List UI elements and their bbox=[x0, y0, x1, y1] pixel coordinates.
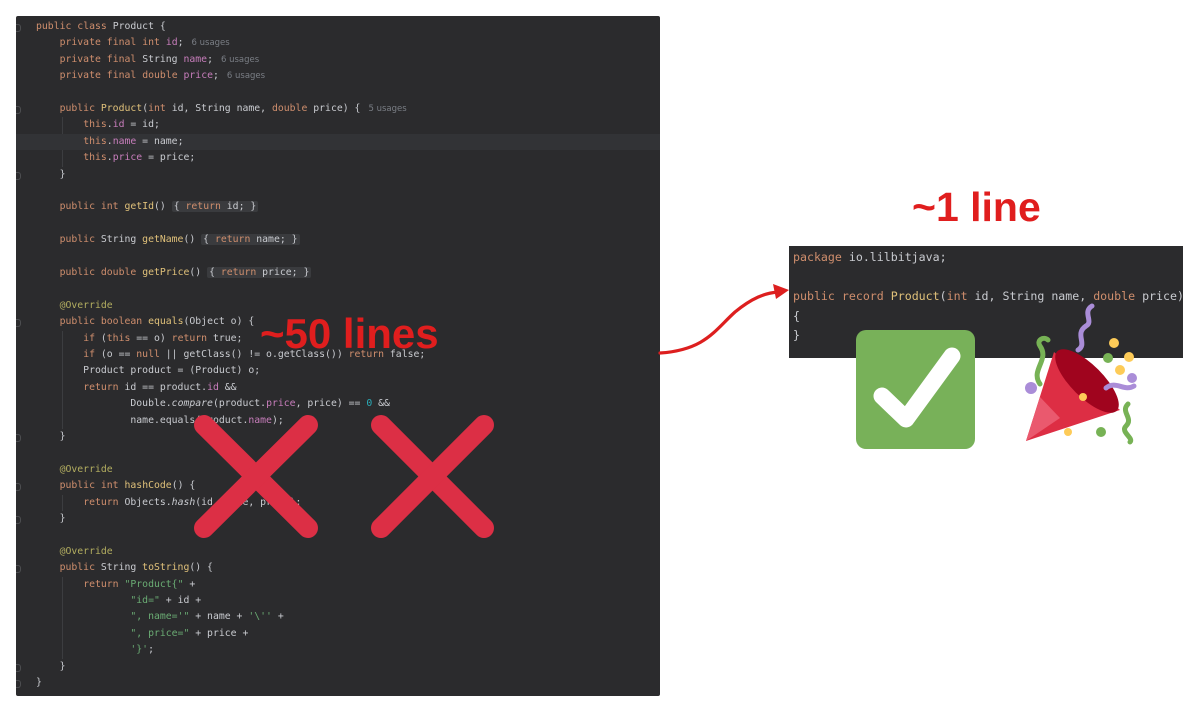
code-text: Product product = (Product) o; bbox=[36, 365, 261, 377]
code-text: public Product(int id, String name, doub… bbox=[59, 103, 407, 114]
code-line: } bbox=[793, 328, 800, 342]
usages-hint[interactable]: 6 usages bbox=[191, 38, 230, 49]
arrow-icon bbox=[658, 284, 789, 355]
code-line: } bbox=[16, 429, 660, 445]
code-line: private final double price;6 usages bbox=[16, 68, 660, 84]
fold-marker-icon[interactable] bbox=[16, 434, 21, 442]
fold-marker-icon[interactable] bbox=[16, 483, 21, 492]
code-line: ", price=" + price + bbox=[16, 626, 660, 642]
code-line: this.name = name; bbox=[16, 133, 660, 151]
fold-marker-icon[interactable] bbox=[16, 663, 21, 672]
code-text: ", name='" + name + '\'' + bbox=[130, 611, 284, 623]
code-text: private final double price;6 usages bbox=[59, 70, 266, 82]
code-line: Double.compare(product.price, price) == … bbox=[16, 396, 660, 412]
code-line: name.equals(product.name); bbox=[16, 413, 660, 429]
code-text: public int getId() { return id; } bbox=[59, 201, 259, 213]
code-text: this.price = price; bbox=[83, 152, 196, 164]
code-line: return id == product.id && bbox=[16, 380, 660, 396]
usages-hint[interactable]: 6 usages bbox=[220, 54, 260, 65]
code-line: } bbox=[16, 511, 660, 527]
java-class-editor: public class Product { private final int… bbox=[16, 16, 660, 696]
code-line: @Override bbox=[16, 462, 660, 478]
code-text: public boolean equals(Object o) { bbox=[59, 316, 255, 328]
code-text: public double getPrice() { return price;… bbox=[59, 267, 312, 278]
code-text: '}'; bbox=[130, 644, 154, 656]
usages-hint[interactable]: 5 usages bbox=[368, 104, 407, 114]
right-line-count-label: ~1 line bbox=[912, 184, 1041, 230]
code-text: } bbox=[36, 431, 66, 442]
code-text: this.id = id; bbox=[83, 119, 160, 131]
code-line: } bbox=[16, 167, 660, 183]
cross-mark-icon bbox=[371, 415, 494, 538]
code-line: "id=" + id + bbox=[16, 593, 660, 609]
indent-guide bbox=[62, 576, 63, 659]
code-line: public Product(int id, String name, doub… bbox=[16, 101, 660, 117]
indent-guide bbox=[62, 330, 63, 429]
fold-marker-icon[interactable] bbox=[16, 24, 21, 32]
fold-marker-icon[interactable] bbox=[16, 171, 21, 180]
code-text: name.equals(product.name); bbox=[36, 414, 284, 426]
code-line: package io.lilbitjava; bbox=[793, 250, 947, 264]
code-line: public boolean equals(Object o) { bbox=[16, 314, 660, 330]
code-text: private final String name;6 usages bbox=[59, 53, 260, 65]
code-text: if (this == o) return true; bbox=[83, 332, 243, 344]
check-mark-button-icon bbox=[856, 330, 975, 449]
code-line: private final int id;6 usages bbox=[16, 35, 660, 51]
usages-hint[interactable]: 6 usages bbox=[226, 71, 266, 82]
code-line: @Override bbox=[16, 544, 660, 560]
code-line: } bbox=[16, 659, 660, 675]
code-line: @Override bbox=[16, 298, 660, 314]
code-text: return "Product{" + bbox=[83, 578, 196, 590]
left-line-count-label: ~50 lines bbox=[260, 310, 439, 357]
code-line: ", name='" + name + '\'' + bbox=[16, 609, 660, 625]
party-popper-icon bbox=[1025, 303, 1137, 445]
code-line: this.price = price; bbox=[16, 150, 660, 166]
fold-marker-icon[interactable] bbox=[16, 565, 21, 574]
code-line: public record Product(int id, String nam… bbox=[793, 289, 1183, 303]
code-text: if (o == null || getClass() != o.getClas… bbox=[83, 349, 426, 360]
code-text: ", price=" + price + bbox=[130, 627, 249, 639]
code-line: return "Product{" + bbox=[16, 577, 660, 593]
code-text: } bbox=[36, 513, 66, 524]
code-line: '}'; bbox=[16, 642, 660, 658]
fold-marker-icon[interactable] bbox=[16, 516, 21, 524]
code-line: public String toString() { bbox=[16, 560, 660, 576]
code-text: public String getName() { return name; } bbox=[59, 234, 300, 246]
code-line: } bbox=[16, 675, 660, 691]
fold-marker-icon[interactable] bbox=[16, 680, 21, 688]
code-line: Product product = (Product) o; bbox=[16, 363, 660, 379]
code-line: public double getPrice() { return price;… bbox=[16, 265, 660, 281]
code-text: public class Product { bbox=[36, 21, 166, 32]
code-line: if (this == o) return true; bbox=[16, 331, 660, 347]
code-text: @Override bbox=[59, 463, 113, 475]
code-text: public String toString() { bbox=[59, 562, 213, 574]
code-text: "id=" + id + bbox=[130, 595, 202, 606]
code-line: public String getName() { return name; } bbox=[16, 232, 660, 248]
code-line: public int getId() { return id; } bbox=[16, 199, 660, 215]
code-text: private final int id;6 usages bbox=[59, 37, 230, 49]
indent-guide bbox=[62, 494, 63, 511]
code-text: return id == product.id && bbox=[83, 381, 237, 393]
code-text: } bbox=[36, 660, 66, 672]
code-text: @Override bbox=[59, 545, 113, 557]
code-line: if (o == null || getClass() != o.getClas… bbox=[16, 347, 660, 363]
fold-marker-icon[interactable] bbox=[16, 106, 21, 114]
code-line: public int hashCode() { bbox=[16, 478, 660, 494]
code-text: this.name = name; bbox=[83, 135, 184, 147]
code-text: Double.compare(product.price, price) == … bbox=[36, 398, 390, 410]
cross-mark-icon bbox=[194, 415, 318, 538]
code-line: this.id = id; bbox=[16, 117, 660, 133]
code-text: public int hashCode() { bbox=[59, 480, 196, 492]
code-line: private final String name;6 usages bbox=[16, 52, 660, 68]
code-text: } bbox=[36, 677, 42, 688]
code-text: } bbox=[36, 168, 66, 180]
code-line: { bbox=[793, 308, 800, 323]
code-line: public class Product { bbox=[16, 19, 660, 35]
code-text: @Override bbox=[59, 299, 113, 311]
fold-marker-icon[interactable] bbox=[16, 319, 21, 328]
